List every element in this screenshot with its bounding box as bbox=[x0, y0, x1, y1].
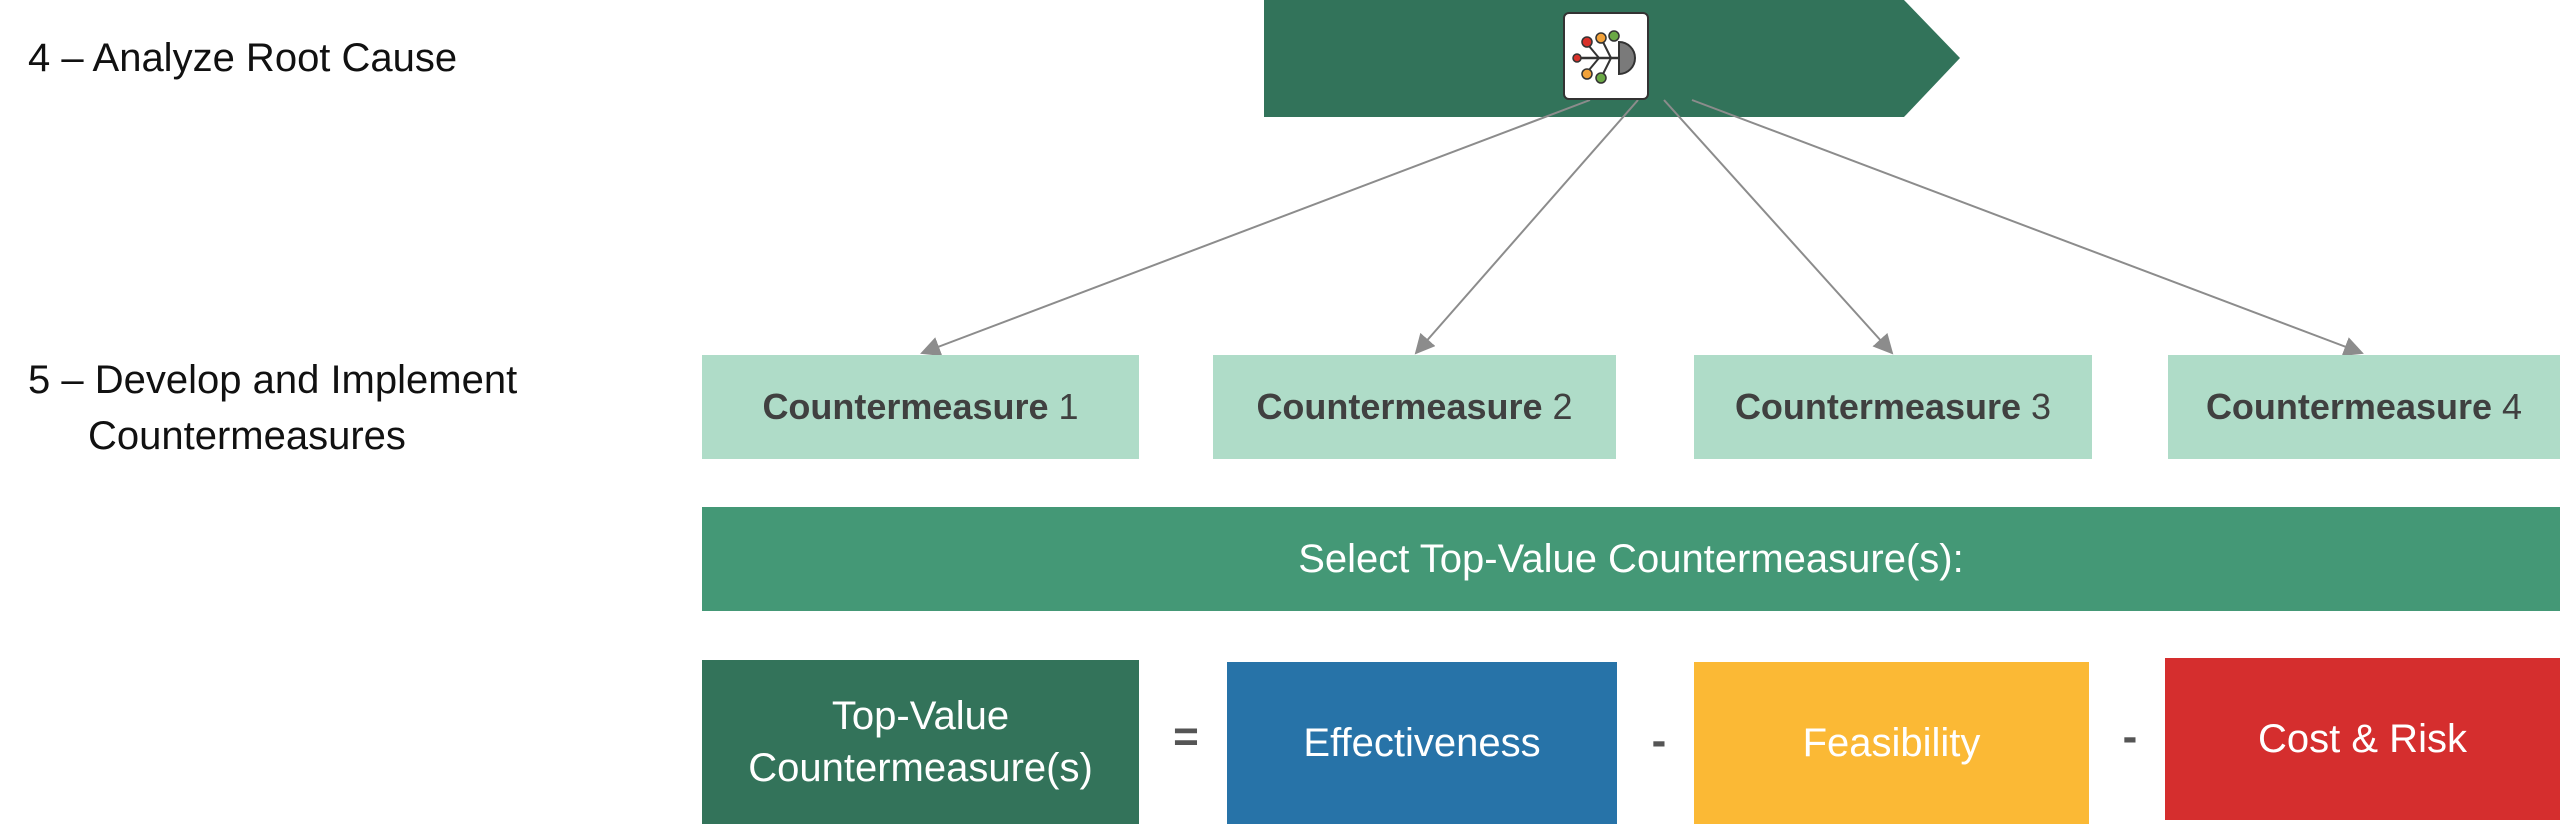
countermeasure-box-3: Countermeasure 3 bbox=[1694, 355, 2092, 459]
step-5-text-line2: Countermeasures bbox=[88, 414, 406, 458]
minus-sign-2: - bbox=[2122, 712, 2138, 761]
countermeasure-3-label: Countermeasure bbox=[1734, 386, 2022, 427]
minus-operator-2: - bbox=[2110, 712, 2150, 762]
countermeasure-4-number: 4 bbox=[2502, 386, 2523, 427]
cost-risk-box: Cost & Risk bbox=[2165, 658, 2560, 820]
countermeasure-2-number: 2 bbox=[1552, 386, 1573, 427]
select-top-value-text: Select Top-Value Countermeasure(s): bbox=[1298, 536, 1964, 581]
feasibility-label: Feasibility bbox=[1802, 721, 1981, 765]
connector-to-countermeasure-1 bbox=[920, 99, 1591, 356]
minus-sign-1: - bbox=[1651, 716, 1667, 765]
countermeasure-box-1: Countermeasure 1 bbox=[702, 355, 1139, 459]
countermeasure-2-label: Countermeasure bbox=[1256, 386, 1543, 427]
effectiveness-box: Effectiveness bbox=[1227, 662, 1617, 824]
top-value-result-line2: Countermeasure(s) bbox=[748, 746, 1093, 790]
connector-to-countermeasure-3 bbox=[1663, 99, 1894, 355]
equals-operator: = bbox=[1166, 712, 1206, 762]
countermeasure-1-label: Countermeasure bbox=[762, 386, 1049, 427]
countermeasure-3-number: 3 bbox=[2031, 386, 2052, 427]
effectiveness-label: Effectiveness bbox=[1303, 721, 1541, 765]
top-value-result-box: Top-Value Countermeasure(s) bbox=[702, 660, 1139, 824]
step-5-label: 5 – Develop and Implement Countermeasure… bbox=[28, 352, 517, 464]
top-value-result-line1: Top-Value bbox=[831, 694, 1010, 738]
countermeasure-1-number: 1 bbox=[1058, 386, 1079, 427]
cost-risk-label: Cost & Risk bbox=[2258, 717, 2467, 761]
select-top-value-banner: Select Top-Value Countermeasure(s): bbox=[702, 507, 2560, 611]
connector-to-countermeasure-4 bbox=[1691, 99, 2364, 356]
fishbone-diagram-icon bbox=[1563, 12, 1649, 100]
connector-to-countermeasure-2 bbox=[1414, 99, 1639, 355]
step-4-label: 4 – Analyze Root Cause bbox=[28, 30, 457, 86]
equals-sign: = bbox=[1173, 712, 1199, 761]
step-4-text: 4 – Analyze Root Cause bbox=[28, 36, 458, 80]
minus-operator-1: - bbox=[1639, 716, 1679, 766]
step-5-text-line1: 5 – Develop and Implement bbox=[28, 358, 518, 402]
countermeasure-4-label: Countermeasure bbox=[2205, 386, 2493, 427]
countermeasure-box-2: Countermeasure 2 bbox=[1213, 355, 1616, 459]
feasibility-box: Feasibility bbox=[1694, 662, 2089, 824]
countermeasure-box-4: Countermeasure 4 bbox=[2168, 355, 2560, 459]
